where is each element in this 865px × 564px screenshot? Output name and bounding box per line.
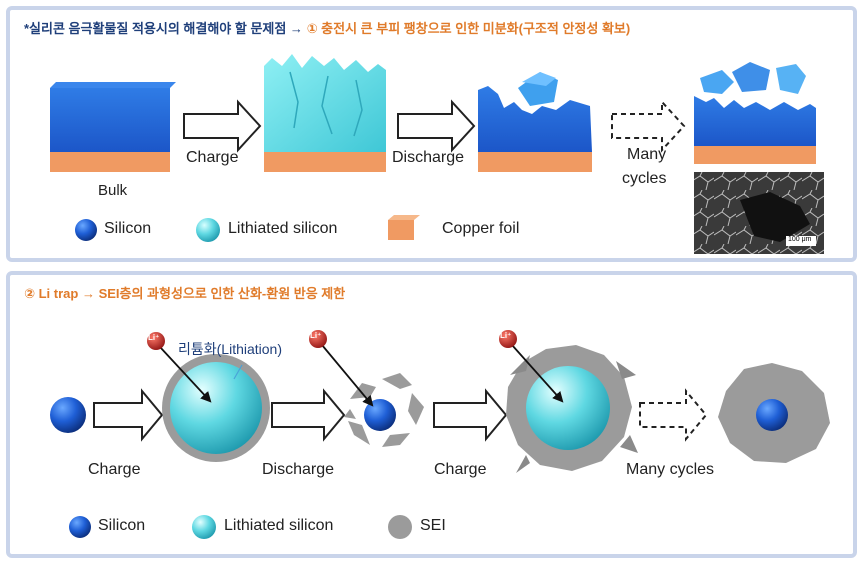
legend-lithiated-label: Lithiated silicon: [228, 220, 338, 237]
legend-lithiated-swatch-2: [192, 515, 216, 539]
label-discharge-2: Discharge: [262, 461, 335, 478]
panel1-title-point: ① 충전시 큰 부피 팽창으로 인한 미분화(구조적 안정성 확보): [306, 21, 631, 36]
pulverized-silicon-block: [694, 62, 816, 164]
charge-arrow-2: [433, 388, 508, 442]
legend-lithiated-swatch: [196, 218, 220, 242]
panel-li-trap: ② Li trap → SEI층의 과형성으로 인한 산화-환원 반응 제한: [6, 271, 857, 558]
panel2-title: ② Li trap → SEI층의 과형성으로 인한 산화-환원 반응 제한: [24, 283, 345, 302]
li-ion-2: [309, 330, 327, 348]
panel1-title-lead: *실리콘 음극활물질 적용시의 해결해야 할 문제점 →: [24, 21, 303, 36]
panel2-diagram: [50, 330, 830, 539]
bulk-silicon-block: [50, 82, 176, 172]
legend-copper-swatch: [388, 215, 420, 240]
label-bulk: Bulk: [98, 182, 128, 199]
legend-copper-label: Copper foil: [442, 220, 520, 237]
discharge-arrow: [271, 388, 346, 442]
label-charge-1: Charge: [88, 461, 141, 478]
trapped-particle-excess-sei: [718, 363, 830, 463]
label-many: Many: [627, 146, 667, 163]
legend-silicon-swatch: [75, 219, 97, 241]
lithiated-particle-thick-sei: [506, 344, 638, 473]
label-charge-2: Charge: [434, 461, 487, 478]
panel1-diagram: [50, 54, 824, 254]
li-ion-label-1: Li⁺: [148, 333, 160, 342]
label-cycles: cycles: [622, 170, 667, 187]
label-discharge: Discharge: [392, 149, 465, 166]
li-ion-1: [147, 332, 165, 350]
lithiated-particle-thin-sei: [159, 346, 270, 462]
cracked-silicon-block: [478, 72, 592, 172]
silicon-particle-initial: [50, 397, 86, 433]
lithiated-expanded-block: [264, 54, 386, 172]
panel-volume-expansion: *실리콘 음극활물질 적용시의 해결해야 할 문제점 → ① 충전시 큰 부피 …: [6, 6, 857, 262]
panel1-title: *실리콘 음극활물질 적용시의 해결해야 할 문제점 → ① 충전시 큰 부피 …: [24, 18, 630, 37]
many-cycles-arrow: [639, 388, 708, 442]
legend-sei-swatch: [388, 515, 412, 539]
legend-sei-label: SEI: [420, 517, 446, 534]
li-ion-3: [499, 330, 517, 348]
delithiated-particle-cracked-sei: [321, 344, 424, 447]
charge-arrow: [183, 99, 262, 153]
panel1-legend-swatches: [75, 215, 420, 242]
sem-micrograph: [694, 172, 824, 254]
charge-arrow-1: [93, 388, 164, 442]
legend-silicon-label-2: Silicon: [98, 517, 146, 534]
label-charge: Charge: [186, 149, 239, 166]
li-ion-label-3: Li⁺: [500, 331, 512, 340]
lithiation-annotation: 리튬화(Lithiation): [178, 341, 283, 357]
panel2-title-text: ② Li trap → SEI층의 과형성으로 인한 산화-환원 반응 제한: [24, 286, 346, 301]
li-ion-label-2: Li⁺: [310, 331, 322, 340]
legend-silicon-label: Silicon: [104, 220, 152, 237]
label-many-cycles: Many cycles: [626, 461, 715, 478]
legend-lithiated-label-2: Lithiated silicon: [224, 517, 334, 534]
discharge-arrow: [397, 99, 476, 153]
many-cycles-arrow: [611, 99, 686, 153]
sem-scale-bar-label: 100 μm: [788, 236, 812, 243]
legend-silicon-swatch-2: [69, 516, 91, 538]
